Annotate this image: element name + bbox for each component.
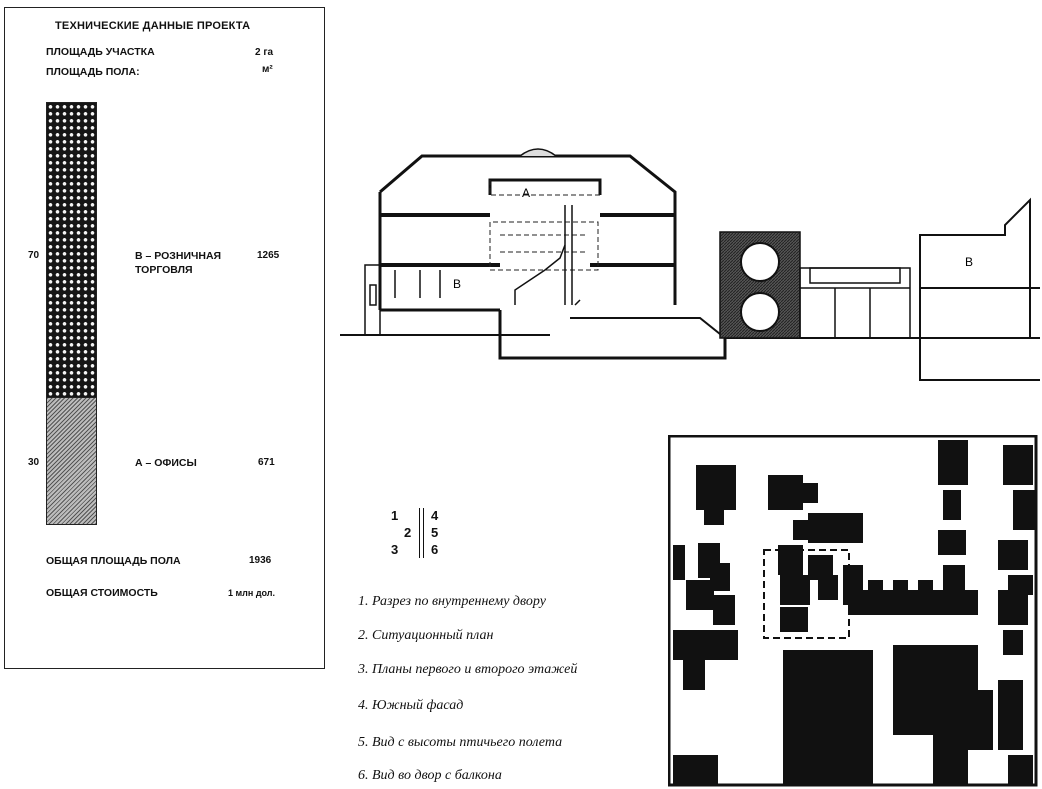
- key-3: 3: [391, 542, 399, 557]
- total-area-label: ОБЩАЯ ПЛОЩАДЬ ПОЛА: [46, 555, 181, 567]
- section-label-b-right: B: [965, 255, 973, 269]
- floor-area-unit: м²: [262, 64, 273, 75]
- offices-label: А – ОФИСЫ: [135, 457, 197, 469]
- section-label-a: A: [522, 186, 530, 200]
- panel-title: ТЕХНИЧЕСКИЕ ДАННЫЕ ПРОЕКТА: [55, 20, 251, 32]
- courtyard-section-drawing: A B B: [340, 148, 1040, 381]
- bar-segment-retail: [47, 103, 96, 398]
- total-area-value: 1936: [249, 555, 272, 566]
- caption-5: 5. Вид с высоты птичьего полета: [358, 735, 563, 750]
- caption-2: 2. Ситуационный план: [358, 628, 494, 643]
- project-data-panel: [4, 7, 325, 669]
- caption-6: 6. Вид во двор с балкона: [358, 768, 502, 783]
- caption-1: 1. Разрез по внутреннему двору: [358, 594, 546, 609]
- key-6: 6: [431, 542, 439, 557]
- floor-area-label: ПЛОЩАДЬ ПОЛА:: [46, 66, 140, 78]
- key-1: 1: [391, 508, 399, 523]
- total-cost-label: ОБЩАЯ СТОИМОСТЬ: [46, 587, 158, 599]
- total-cost-value: 1 млн дол.: [228, 588, 276, 598]
- key-4: 4: [431, 508, 439, 523]
- key-separator: [419, 508, 424, 558]
- site-area-label: ПЛОЩАДЬ УЧАСТКА: [46, 46, 155, 58]
- retail-area: 1265: [257, 250, 280, 261]
- retail-percent: 70: [28, 250, 40, 261]
- caption-4: 4. Южный фасад: [358, 698, 464, 713]
- area-share-bar: [46, 102, 97, 525]
- site-plan-drawing: [668, 435, 1038, 787]
- offices-area: 671: [258, 457, 275, 468]
- retail-label: В – РОЗНИЧНАЯ ТОРГОВЛЯ: [135, 250, 222, 276]
- bar-segment-offices: [47, 396, 96, 524]
- key-5: 5: [431, 525, 439, 540]
- offices-percent: 30: [28, 457, 40, 468]
- site-area-value: 2 га: [255, 47, 274, 58]
- key-2: 2: [404, 525, 412, 540]
- section-label-b-left: B: [453, 277, 461, 291]
- caption-3: 3. Планы первого и второго этажей: [358, 662, 578, 677]
